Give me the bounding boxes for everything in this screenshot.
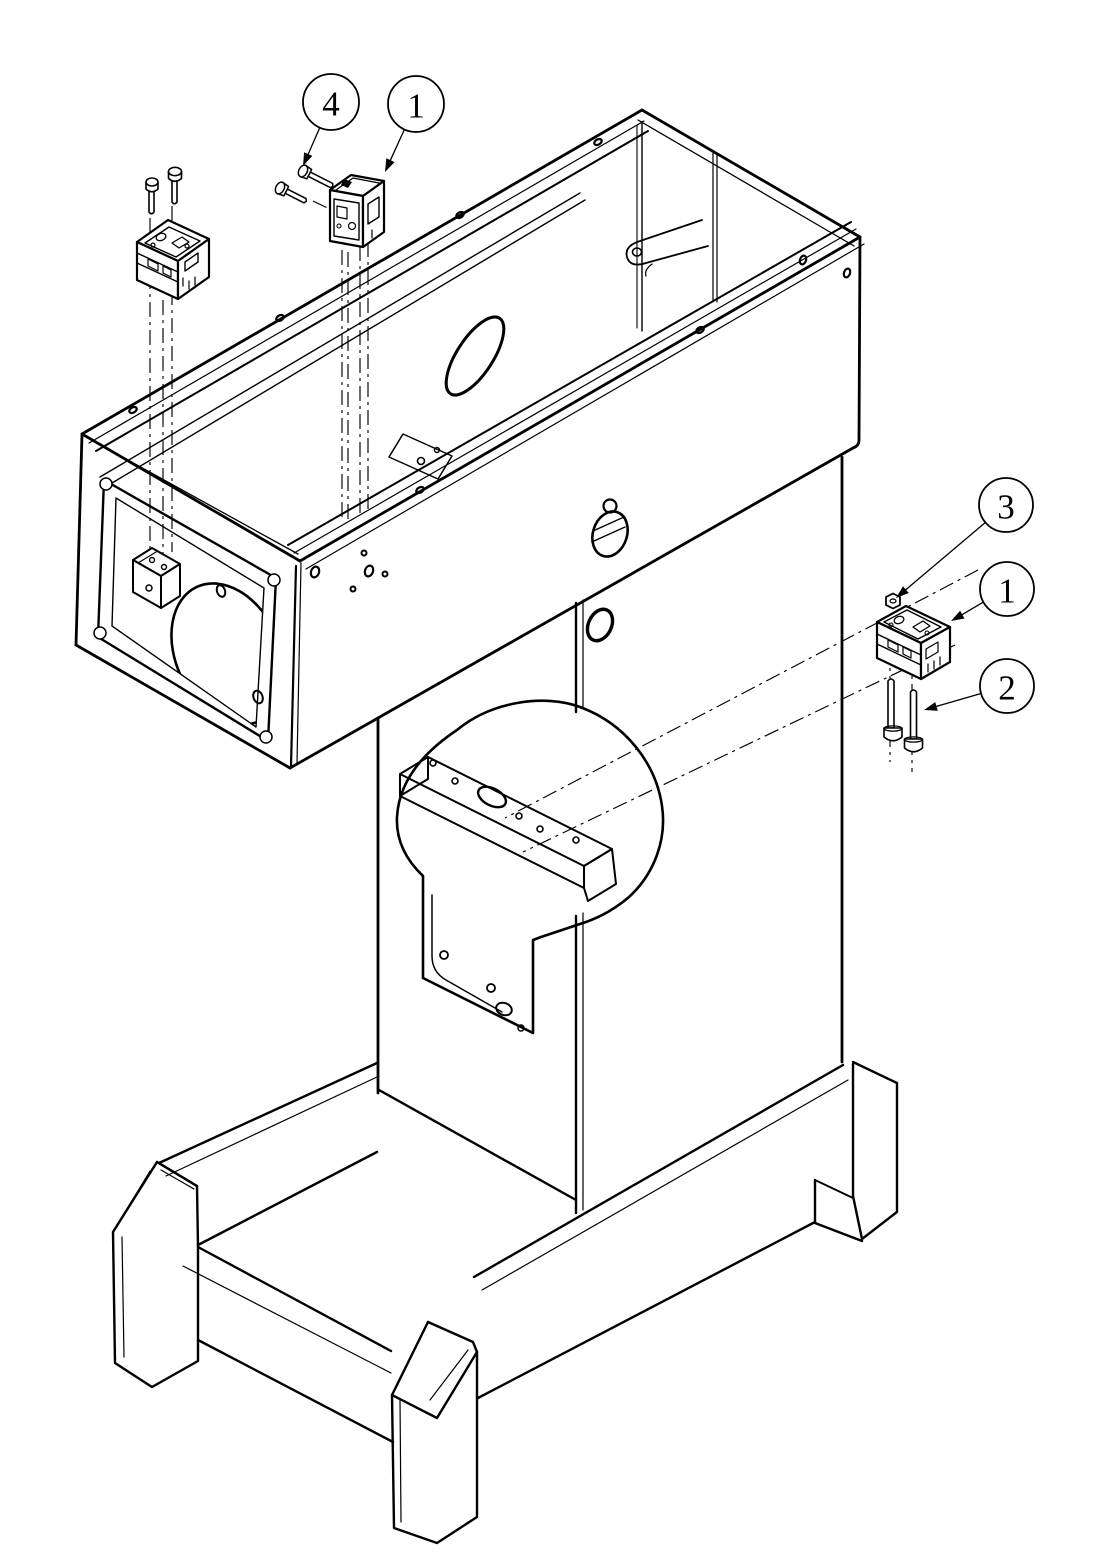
balloon-circle <box>979 658 1035 714</box>
balloon-3: 3 <box>978 477 1034 533</box>
balloon-circle <box>387 75 445 133</box>
leader-lines <box>303 126 986 711</box>
front-left-leg <box>111 1160 200 1389</box>
balloon-label: 1 <box>407 87 425 126</box>
balloon-label: 4 <box>322 85 340 124</box>
window-cross-bar <box>399 756 617 902</box>
centerlines-group <box>149 200 979 853</box>
balloon-1-right: 1 <box>979 561 1035 617</box>
screw-icon <box>145 177 159 215</box>
front-face-details <box>309 433 453 593</box>
balloon-label: 3 <box>997 488 1015 527</box>
balloon-circle <box>978 477 1034 533</box>
column-window-cutout <box>395 699 665 1035</box>
latch-assembly-right <box>875 592 952 753</box>
front-center-leg <box>390 1320 479 1545</box>
window-lower-panel <box>431 894 525 1032</box>
screw-icon <box>297 164 334 189</box>
stand-body <box>74 108 899 1545</box>
lock-keyhole <box>591 498 629 558</box>
box-interior <box>99 121 718 487</box>
top-box <box>74 108 865 770</box>
latch-block-icon <box>875 604 952 681</box>
left-end-opening <box>93 477 281 744</box>
latch-block-icon <box>135 218 211 301</box>
rim-holes <box>128 137 852 495</box>
latch-block-icon <box>328 173 386 249</box>
rear-right-leg <box>813 1060 899 1243</box>
latch-assembly-top-center <box>274 164 386 249</box>
balloon-4: 4 <box>302 73 360 131</box>
balloon-circle <box>302 73 360 131</box>
balloon-1-top: 1 <box>387 75 445 133</box>
screw-icon <box>167 166 183 205</box>
column-oval-hole <box>585 607 615 643</box>
balloon-2: 2 <box>979 658 1035 714</box>
screw-icon <box>274 181 308 204</box>
inner-bracket-tab <box>625 219 709 266</box>
base-legs <box>111 1060 899 1545</box>
latch-assembly-top-left <box>135 166 211 301</box>
catch-block <box>132 547 181 609</box>
screw-icon <box>903 689 924 753</box>
pedestal-column <box>376 455 844 1215</box>
screw-icon <box>883 678 903 742</box>
balloon-circle <box>979 561 1035 617</box>
balloon-label: 1 <box>998 572 1016 611</box>
floor-oval-hole <box>444 315 506 397</box>
balloon-label: 2 <box>998 669 1016 708</box>
